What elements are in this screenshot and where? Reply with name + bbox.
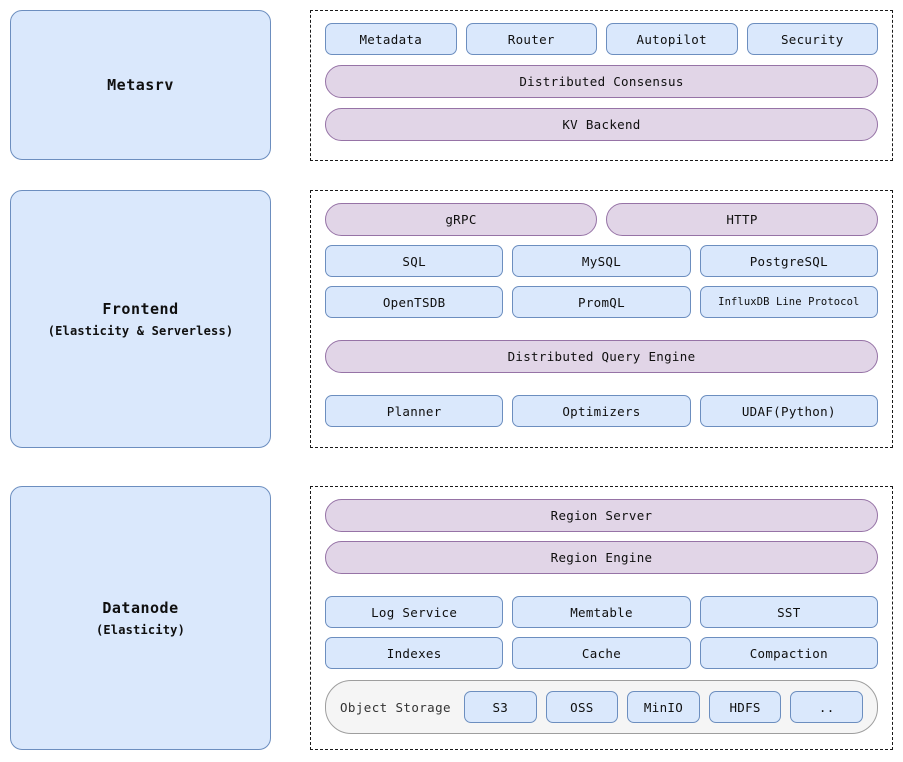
role-title-metasrv: Metasrv bbox=[107, 75, 174, 94]
component-memtable[interactable]: Memtable bbox=[512, 596, 691, 628]
component-promql[interactable]: PromQL bbox=[512, 286, 691, 318]
component-mysql[interactable]: MySQL bbox=[512, 245, 691, 277]
component-postgresql[interactable]: PostgreSQL bbox=[699, 245, 878, 277]
component-group-datanode: Region Server Region Engine Log Service … bbox=[310, 486, 893, 750]
component-autopilot[interactable]: Autopilot bbox=[606, 23, 738, 55]
component-row: Distributed Consensus bbox=[325, 65, 878, 98]
component-region-server[interactable]: Region Server bbox=[325, 499, 878, 532]
role-title-frontend: Frontend bbox=[102, 299, 179, 318]
component-row: Indexes Cache Compaction bbox=[325, 637, 878, 669]
storage-backend-s3[interactable]: S3 bbox=[463, 691, 537, 723]
component-region-engine[interactable]: Region Engine bbox=[325, 541, 878, 574]
component-opentsdb[interactable]: OpenTSDB bbox=[325, 286, 504, 318]
object-storage-strip: Object Storage S3 OSS MinIO HDFS .. bbox=[325, 680, 878, 734]
role-panel-frontend: Frontend (Elasticity & Serverless) bbox=[10, 190, 271, 448]
component-distributed-query-engine[interactable]: Distributed Query Engine bbox=[325, 340, 878, 373]
component-row: OpenTSDB PromQL InfluxDB Line Protocol bbox=[325, 286, 878, 318]
component-group-metasrv: Metadata Router Autopilot Security Distr… bbox=[310, 10, 893, 161]
component-router[interactable]: Router bbox=[465, 23, 597, 55]
component-row: gRPC HTTP bbox=[325, 203, 878, 236]
component-security[interactable]: Security bbox=[746, 23, 878, 55]
component-distributed-consensus[interactable]: Distributed Consensus bbox=[325, 65, 878, 98]
component-sql[interactable]: SQL bbox=[325, 245, 504, 277]
component-row: Log Service Memtable SST bbox=[325, 596, 878, 628]
object-storage-label: Object Storage bbox=[340, 699, 451, 715]
storage-backend-hdfs[interactable]: HDFS bbox=[708, 691, 782, 723]
storage-backend-more[interactable]: .. bbox=[790, 691, 864, 723]
component-indexes[interactable]: Indexes bbox=[325, 637, 504, 669]
role-panel-datanode: Datanode (Elasticity) bbox=[10, 486, 271, 750]
component-row: KV Backend bbox=[325, 108, 878, 141]
component-row: Region Engine bbox=[325, 541, 878, 574]
component-row: Distributed Query Engine bbox=[325, 340, 878, 373]
component-row: Metadata Router Autopilot Security bbox=[325, 23, 878, 55]
row-spacer bbox=[325, 583, 878, 587]
component-row: Planner Optimizers UDAF(Python) bbox=[325, 395, 878, 427]
component-grpc[interactable]: gRPC bbox=[325, 203, 597, 236]
component-row: SQL MySQL PostgreSQL bbox=[325, 245, 878, 277]
role-title-datanode: Datanode bbox=[102, 598, 179, 617]
component-sst[interactable]: SST bbox=[699, 596, 878, 628]
component-http[interactable]: HTTP bbox=[606, 203, 878, 236]
component-cache[interactable]: Cache bbox=[512, 637, 691, 669]
component-metadata[interactable]: Metadata bbox=[325, 23, 457, 55]
role-subtitle-datanode: (Elasticity) bbox=[95, 622, 186, 637]
component-planner[interactable]: Planner bbox=[325, 395, 504, 427]
role-subtitle-frontend: (Elasticity & Serverless) bbox=[47, 323, 234, 338]
row-spacer bbox=[325, 382, 878, 386]
component-row: Region Server bbox=[325, 499, 878, 532]
storage-backend-minio[interactable]: MinIO bbox=[627, 691, 700, 723]
component-influxdb-line-protocol[interactable]: InfluxDB Line Protocol bbox=[699, 286, 878, 318]
row-spacer bbox=[325, 327, 878, 331]
component-group-frontend: gRPC HTTP SQL MySQL PostgreSQL OpenTSDB … bbox=[310, 190, 893, 448]
storage-backend-oss[interactable]: OSS bbox=[545, 691, 619, 723]
component-udaf-python[interactable]: UDAF(Python) bbox=[699, 395, 878, 427]
component-compaction[interactable]: Compaction bbox=[699, 637, 878, 669]
component-kv-backend[interactable]: KV Backend bbox=[325, 108, 878, 141]
component-log-service[interactable]: Log Service bbox=[325, 596, 504, 628]
component-optimizers[interactable]: Optimizers bbox=[512, 395, 691, 427]
role-panel-metasrv: Metasrv bbox=[10, 10, 271, 160]
